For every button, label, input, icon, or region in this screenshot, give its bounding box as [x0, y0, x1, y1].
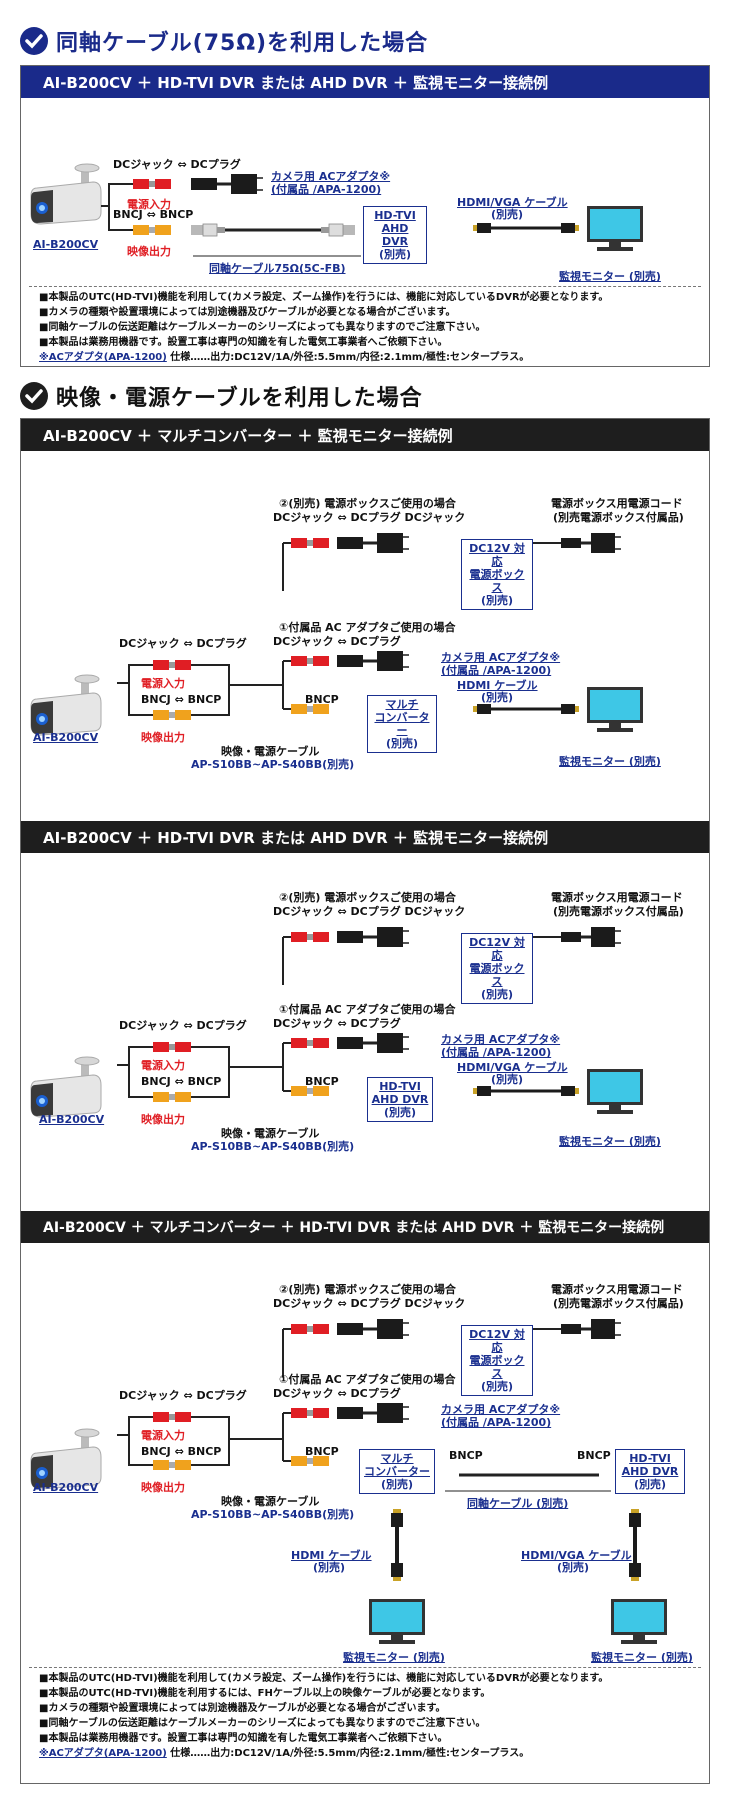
section2-title: 映像・電源ケーブルを利用した場合 [20, 380, 423, 412]
monitor-icon [369, 1599, 425, 1644]
camera-icon [30, 1428, 102, 1490]
power-box-label: DC12V 対応電源ボックス(別売) [461, 933, 533, 1004]
panel-a-title: AI-B200CV ＋ マルチコンバーター ＋ 監視モニター接続例 [21, 419, 709, 451]
monitor-icon [587, 206, 643, 251]
power-box-icon [561, 533, 621, 553]
panel-ap-cable: AI-B200CV ＋ マルチコンバーター ＋ 監視モニター接続例 ②(別売) … [20, 418, 710, 1784]
monitor-icon [587, 687, 643, 732]
power-box-icon [561, 927, 621, 947]
monitor-icon [611, 1599, 667, 1644]
hdmi-cable-icon [473, 223, 579, 233]
monitor-icon [587, 1069, 643, 1114]
camera-icon [30, 163, 102, 225]
diagram-dvr-monitor: ②(別売) 電源ボックスご使用の場合 DCジャック ⇔ DCプラグ DCジャック… [21, 853, 709, 1211]
camera-icon [30, 674, 102, 736]
panel-c-title: AI-B200CV ＋ マルチコンバーター ＋ HD-TVI DVR または A… [21, 1211, 709, 1243]
diagram-converter-dvr-monitor: ②(別売) 電源ボックスご使用の場合 DCジャック ⇔ DCプラグ DCジャック… [21, 1243, 709, 1817]
panel-b-title: AI-B200CV ＋ HD-TVI DVR または AHD DVR ＋ 監視モ… [21, 821, 709, 853]
power-box-label: DC12V 対応電源ボックス(別売) [461, 539, 533, 610]
panel-coax: AI-B200CV ＋ HD-TVI DVR または AHD DVR ＋ 監視モ… [20, 65, 710, 367]
power-box-label: DC12V 対応電源ボックス(別売) [461, 1325, 533, 1396]
panel-title: AI-B200CV ＋ HD-TVI DVR または AHD DVR ＋ 監視モ… [21, 66, 709, 98]
notes-coax: ■本製品のUTC(HD-TVI)機能を利用して(カメラ設定、ズーム操作)を行うに… [39, 292, 609, 363]
notes-ap-cable: ■本製品のUTC(HD-TVI)機能を利用して(カメラ設定、ズーム操作)を行うに… [39, 1673, 609, 1759]
diagram-converter-monitor: ②(別売) 電源ボックスご使用の場合 DCジャック ⇔ DCプラグ DCジャック… [30, 497, 684, 771]
hdmi-cable-icon [473, 704, 579, 714]
converter-box: マルチコンバーター(別売) [359, 1449, 435, 1494]
hdmi-cable-icon [473, 1086, 579, 1096]
check-circle-icon [20, 382, 48, 410]
camera-icon [30, 1056, 102, 1118]
hdmi-cable-icon [391, 1509, 403, 1581]
check-circle-icon [20, 27, 48, 55]
hdmi-cable-icon [629, 1509, 641, 1581]
power-box-icon [561, 1319, 621, 1339]
converter-box: マルチコンバーター(別売) [367, 695, 437, 753]
ac-adapter-icon [191, 174, 263, 194]
section1-title: 同軸ケーブル(75Ω)を利用した場合 [20, 25, 428, 57]
